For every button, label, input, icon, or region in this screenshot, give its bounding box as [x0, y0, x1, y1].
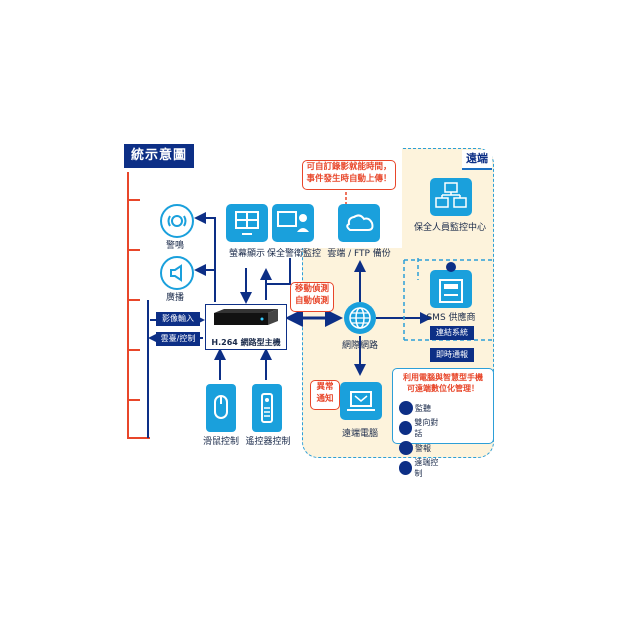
- speaker-icon: [160, 256, 194, 290]
- chat-icon: [399, 421, 413, 435]
- sms-provider-icon: [430, 270, 472, 308]
- feature-listen: 監聽: [399, 398, 445, 418]
- remote-icon: [399, 461, 413, 475]
- diagram-title: 統示意圖: [124, 144, 194, 168]
- motion-callout-line2: 自動偵測: [294, 296, 329, 306]
- alarm-notify-line1: 異常: [316, 382, 334, 392]
- cloud-icon: [338, 204, 380, 242]
- alarm-notify-line2: 通知: [316, 394, 334, 404]
- link-system-tag: 連結系統: [430, 326, 474, 340]
- ptz-control-tag: 雲臺/控制: [156, 332, 200, 346]
- mouse-label: 滑鼠控制: [202, 437, 239, 447]
- network-label: 網際網路: [341, 341, 378, 351]
- mobile-management-box: 利用電腦與智慧型手機 可遠端數位化管理！ 監聽 雙向對話 警報 遠端控制: [392, 368, 494, 478]
- motion-callout-line1: 移動偵測: [294, 284, 329, 294]
- alarm-icon: [160, 204, 194, 238]
- display-label: 螢幕顯示: [228, 249, 265, 259]
- backup-callout-line1: 可自訂錄影就能時間，: [306, 162, 392, 172]
- dvr-host: H.264 網路型主機: [205, 304, 287, 350]
- security-center-label: 保全人員監控中心: [413, 223, 486, 233]
- laptop-icon: [340, 382, 382, 420]
- mouse-icon: [206, 384, 236, 432]
- feature-alarm: 警報: [399, 438, 445, 458]
- alarm-label: 警鳴: [165, 241, 184, 251]
- backup-callout: 可自訂錄影就能時間， 事件發生時自動上傳！: [302, 160, 396, 190]
- backup-callout-line2: 事件發生時自動上傳！: [306, 174, 392, 184]
- remote-control-icon: [252, 384, 282, 432]
- instant-notify-tag: 即時通報: [430, 348, 474, 362]
- feature-talk: 雙向對話: [399, 418, 445, 438]
- display-icon: [226, 204, 268, 242]
- pc-label: 遠端電腦: [341, 429, 378, 439]
- headphones-icon: [399, 401, 413, 415]
- siren-icon: [399, 441, 413, 455]
- remote-zone-tab: 遠端: [462, 150, 492, 170]
- security-center-icon: [430, 178, 472, 216]
- video-input-tag: 影像輸入: [156, 312, 200, 326]
- alarm-notify-callout: 異常 通知: [310, 380, 340, 410]
- speaker-label: 廣播: [165, 293, 184, 303]
- feature-remote: 遠端控制: [399, 458, 445, 478]
- sms-provider-badge-icon: [446, 262, 456, 272]
- mobile-box-line2: 可遠端數位化管理！: [407, 384, 479, 393]
- guard-monitor-icon: [272, 204, 314, 242]
- mobile-box-line1: 利用電腦與智慧型手機: [403, 373, 483, 382]
- remote-control-label: 遙控器控制: [245, 437, 291, 447]
- sms-provider-label: SMS 供應商: [426, 313, 476, 323]
- dvr-label: H.264 網路型主機: [211, 338, 281, 347]
- globe-icon: [344, 302, 376, 334]
- motion-callout: 移動偵測 自動偵測: [290, 282, 334, 312]
- cloud-label: 雲端 / FTP 備份: [327, 249, 391, 259]
- dvr-icon: [214, 309, 278, 325]
- guard-monitor-label: 保全警衛監控: [266, 249, 321, 259]
